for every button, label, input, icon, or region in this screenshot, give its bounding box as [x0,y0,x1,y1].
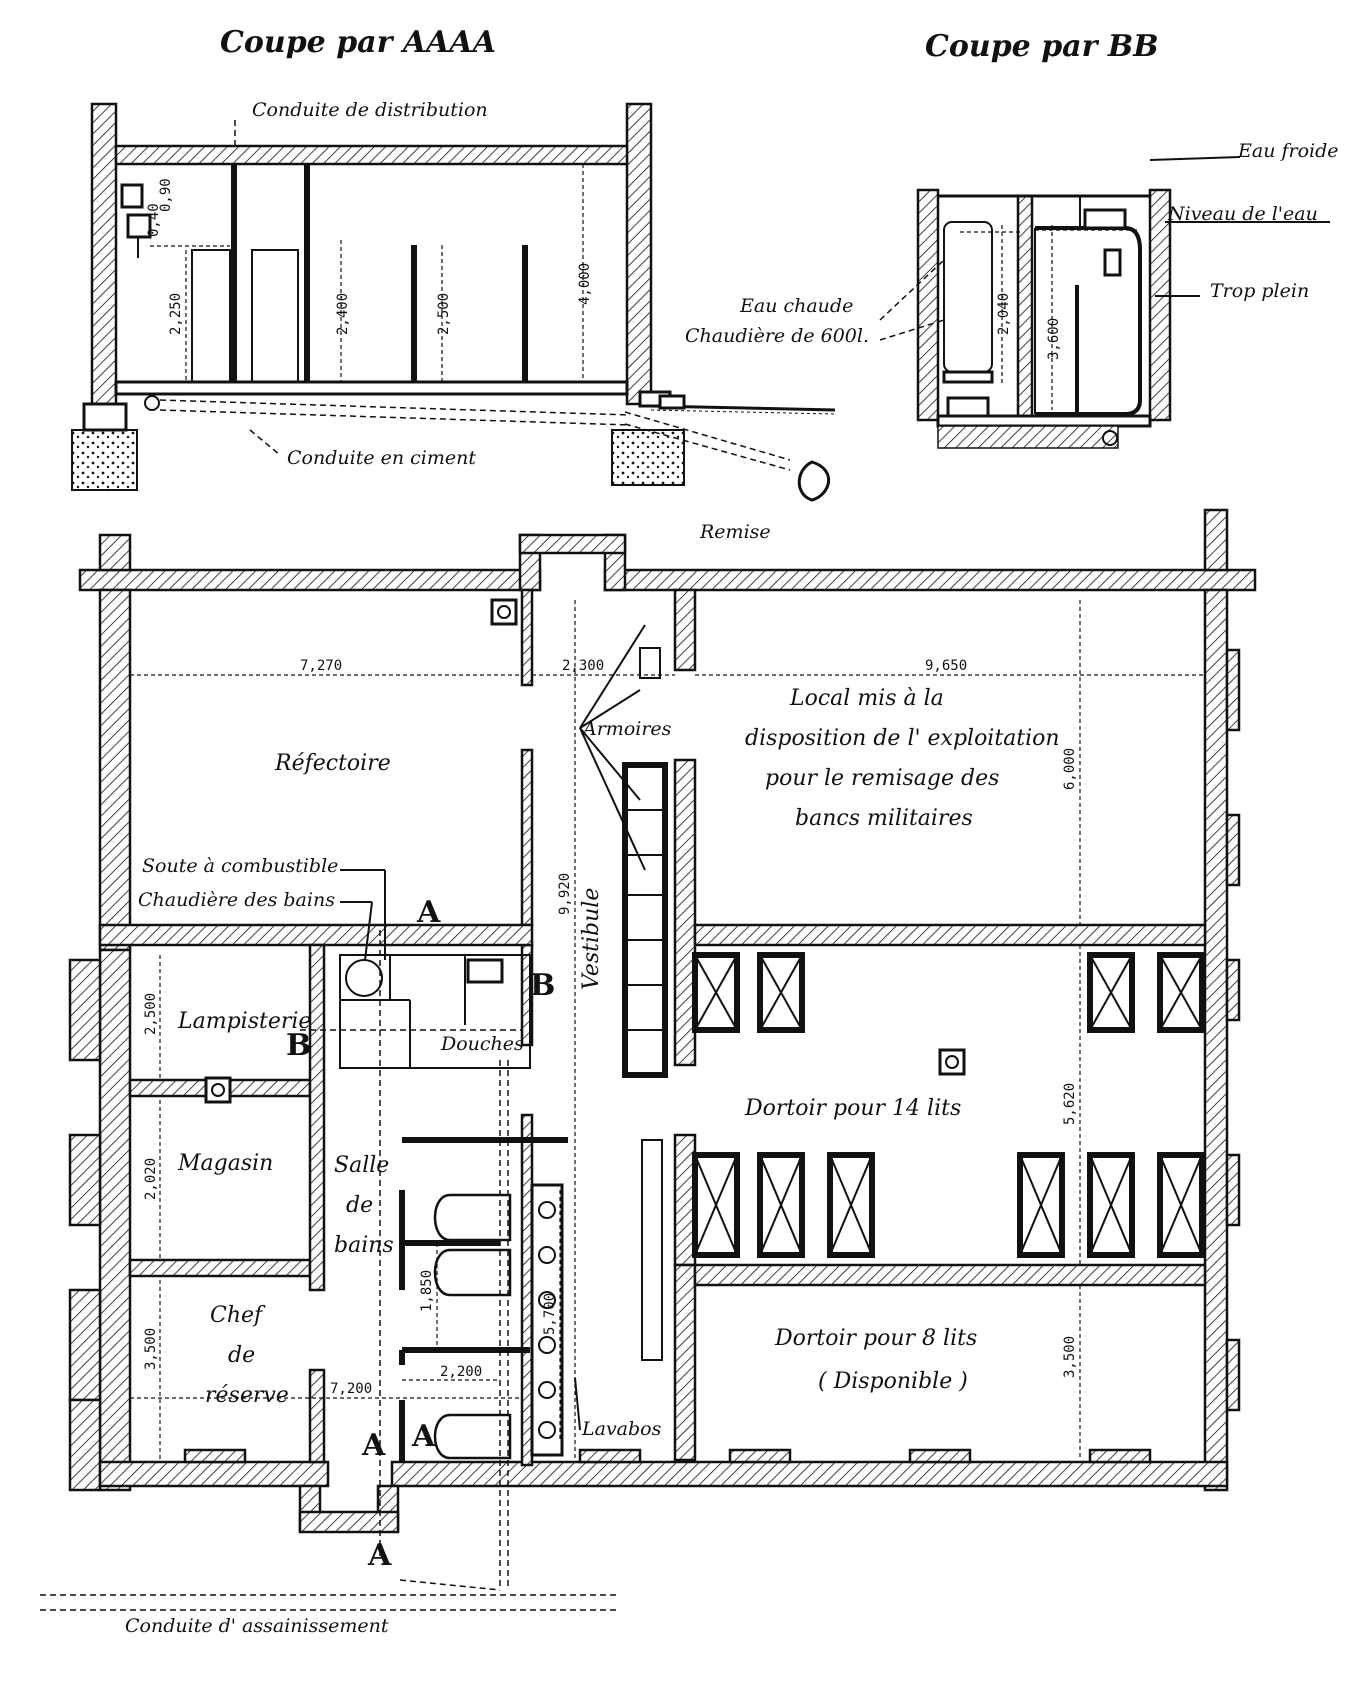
chaudiere-bains-label: Chaudière des bains [138,889,335,911]
dim-bain-h: 1,850 [419,1270,435,1312]
eau-froide-label: Eau froide [1237,140,1339,162]
section-aaaa-title: Coupe par AAAA [220,25,496,60]
dim-left-w: 7,200 [330,1381,372,1397]
local-line-1: disposition de l' exploitation [745,726,1060,751]
dim-aaaa-0: 2,250 [168,293,184,335]
section-aaaa-drawing [71,102,836,502]
dim-chef-h: 3,500 [143,1328,159,1370]
dim-bb-1: 3,600 [1046,318,1062,360]
dim-bain-w: 2,200 [440,1364,482,1380]
lavabos-label: Lavabos [581,1418,662,1440]
dim-local-w: 9,650 [925,658,967,674]
conduite-distribution-label: Conduite de distribution [252,99,488,121]
dim-lamp-h: 2,500 [143,993,159,1035]
section-mark-a-bottom-left: A [361,1428,386,1463]
local-line-3: bancs militaires [795,806,973,831]
dortoir14-label: Dortoir pour 14 lits [744,1096,961,1121]
dim-vestibule-w: 2,300 [562,658,604,674]
soute-label: Soute à combustible [142,855,338,877]
armoires-label: Armoires [581,718,672,740]
dortoir8-label: Dortoir pour 8 lits [774,1326,977,1351]
niveau-eau-label: Niveau de l'eau [1167,203,1318,225]
section-bb-title: Coupe par BB [925,29,1159,64]
vestibule-label: Vestibule [579,888,604,990]
dim-bb-0: 2,040 [996,293,1012,335]
conduite-ciment-label: Conduite en ciment [287,447,476,469]
dim-aaaa-1: 2,400 [335,293,351,335]
chef-line-2: réserve [205,1383,289,1408]
chaudiere-label: Chaudière de 600l. [685,325,869,347]
magasin-label: Magasin [177,1151,273,1176]
remise-label: Remise [699,521,771,543]
dim-aaaa-5: 0,40 [146,203,162,237]
dim-dortoir14-h: 5,620 [1062,1083,1078,1125]
local-line-2: pour le remisage des [765,766,999,791]
section-bb-drawing [879,156,1330,449]
dim-magasin-h: 2,020 [143,1158,159,1200]
dim-vestibule-h: 9,920 [557,873,573,915]
section-mark-a-top: A [416,895,441,930]
salle-line-1: de [346,1193,373,1218]
douches-label: Douches [440,1033,524,1055]
disponible-label: ( Disponible ) [818,1369,968,1394]
dim-lavabo-h: 5,700 [542,1293,558,1335]
section-mark-b-left: B [286,1028,311,1063]
trop-plein-label: Trop plein [1210,280,1309,302]
conduite-assainissement-label: Conduite d' assainissement [125,1615,389,1637]
dim-local-h: 6,000 [1062,748,1078,790]
lampisterie-label: Lampisterie [177,1009,311,1034]
eau-chaude-label: Eau chaude [739,295,853,317]
dim-refectoire-w: 7,270 [300,658,342,674]
dim-aaaa-2: 2,500 [436,293,452,335]
salle-line-2: bains [334,1233,394,1258]
floor-plan [40,508,1257,1611]
dim-aaaa-3: 4,000 [577,263,593,305]
section-mark-a-bottom-right: A [411,1419,436,1454]
dim-dortoir8-h: 3,500 [1062,1336,1078,1378]
refectoire-label: Réfectoire [274,751,391,776]
salle-line-0: Salle [334,1153,389,1178]
chef-line-1: de [228,1343,255,1368]
dim-aaaa-4: 0,90 [158,178,174,212]
chef-line-0: Chef [210,1303,266,1328]
section-mark-b-right: B [530,968,555,1003]
local-line-0: Local mis à la [789,686,944,711]
section-mark-a-bottom: A [367,1538,392,1573]
